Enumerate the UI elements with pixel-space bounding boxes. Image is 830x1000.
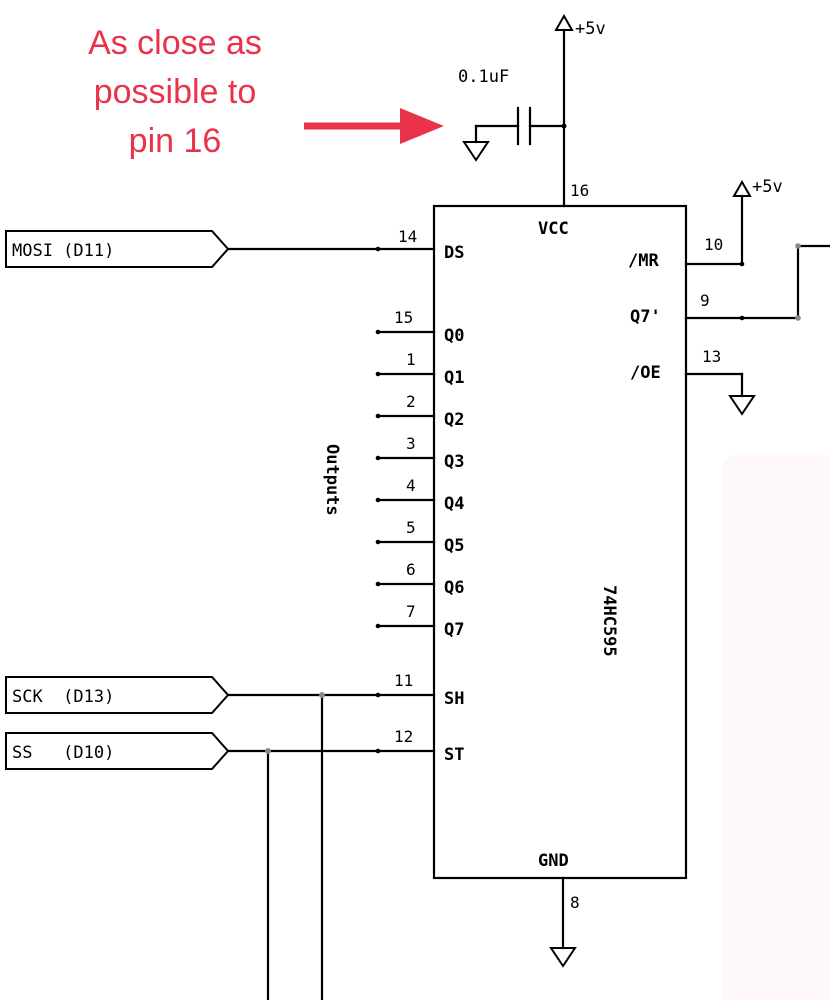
pin-label: Q2 (444, 410, 464, 430)
net-label: SS (D10) (12, 743, 114, 763)
pin-label: /MR (628, 251, 659, 271)
pin-label: Q0 (444, 326, 464, 346)
pin-number: 14 (398, 227, 417, 246)
shift-register-chip: 16 VCC GND 74HC595 (432, 181, 688, 880)
pin-number: 10 (704, 235, 723, 254)
pin-number: 5 (406, 518, 416, 537)
pin-number: 12 (394, 727, 413, 746)
pin-label: DS (444, 243, 464, 263)
pin-st: 12 ST (226, 727, 464, 765)
pin-number: 1 (406, 350, 416, 369)
net-ss: SS (D10) (5, 732, 230, 770)
net-flag (5, 732, 230, 770)
annotation-line-2: possible to (94, 73, 257, 111)
pin-number: 11 (394, 671, 413, 690)
pin-mr: +5v 10 /MR (628, 177, 783, 271)
net-sck: SCK (D13) (5, 676, 230, 714)
annotation-line-1: As close as (88, 24, 262, 62)
pin-oe: 13 /OE (630, 347, 756, 416)
ground-icon (462, 141, 490, 162)
pin-number: 2 (406, 392, 416, 411)
pin-sh: 11 SH (226, 671, 464, 709)
right-power-label: +5v (752, 177, 783, 197)
decoupling-capacitor: 0.1uF (458, 67, 566, 162)
left-pins: 14 DS 15 Q0 1 Q1 2 Q2 3 Q3 (226, 227, 464, 765)
ground-icon (728, 395, 756, 416)
power-arrow-icon (732, 179, 752, 197)
chip-part-number: 74HC595 (599, 585, 619, 657)
net-flag (5, 676, 230, 714)
vcc-pin-number: 16 (570, 181, 589, 200)
capacitor-value: 0.1uF (458, 67, 509, 87)
gnd-pin-number: 8 (570, 893, 580, 912)
pin-label: Q1 (444, 368, 464, 388)
pin-number: 13 (702, 347, 721, 366)
pin-ds: 14 DS (226, 227, 464, 263)
annotation-line-3: pin 16 (129, 122, 222, 160)
pin-number: 4 (406, 476, 416, 495)
pin-label: /OE (630, 363, 661, 383)
pin-q7: 7 Q7 (375, 602, 464, 640)
vcc-supply: +5v (554, 13, 606, 208)
background-panel (722, 455, 830, 1000)
top-power-label: +5v (575, 19, 606, 39)
gnd-label: GND (538, 851, 569, 871)
pin-label: Q6 (444, 578, 464, 598)
pin-q5: 5 Q5 (375, 518, 464, 556)
ground-icon (549, 947, 577, 968)
pin-q0: 15 Q0 (375, 308, 464, 346)
pin-label: Q4 (444, 494, 464, 514)
pin-q3: 3 Q3 (375, 434, 464, 472)
pin-label: Q7' (630, 307, 661, 327)
pin-number: 9 (700, 291, 710, 310)
pin-label: ST (444, 745, 464, 765)
pin-q7-prime: 9 Q7' (630, 243, 830, 327)
pin-label: Q5 (444, 536, 464, 556)
outputs-label: Outputs (322, 444, 342, 516)
right-pins: +5v 10 /MR 9 Q7' 13 /OE (628, 177, 830, 416)
ground-connection: 8 (549, 876, 580, 968)
net-mosi: MOSI (D11) (5, 230, 230, 268)
net-flag (5, 230, 230, 268)
power-arrow-icon (554, 13, 574, 31)
pin-q4: 4 Q4 (375, 476, 464, 514)
pin-number: 3 (406, 434, 416, 453)
pin-label: Q3 (444, 452, 464, 472)
pin-q2: 2 Q2 (375, 392, 464, 430)
pin-number: 6 (406, 560, 416, 579)
pin-q1: 1 Q1 (375, 350, 464, 388)
bus-wires (265, 692, 325, 1000)
annotation-arrow-head (400, 108, 444, 144)
pin-label: SH (444, 689, 464, 709)
net-label: SCK (D13) (12, 687, 114, 707)
pin-q6: 6 Q6 (375, 560, 464, 598)
pin-number: 15 (394, 308, 413, 327)
placement-annotation: As close as possible to pin 16 (88, 24, 444, 160)
vcc-label: VCC (538, 219, 569, 239)
pin-label: Q7 (444, 620, 464, 640)
pin-number: 7 (406, 602, 416, 621)
net-label: MOSI (D11) (12, 241, 114, 261)
